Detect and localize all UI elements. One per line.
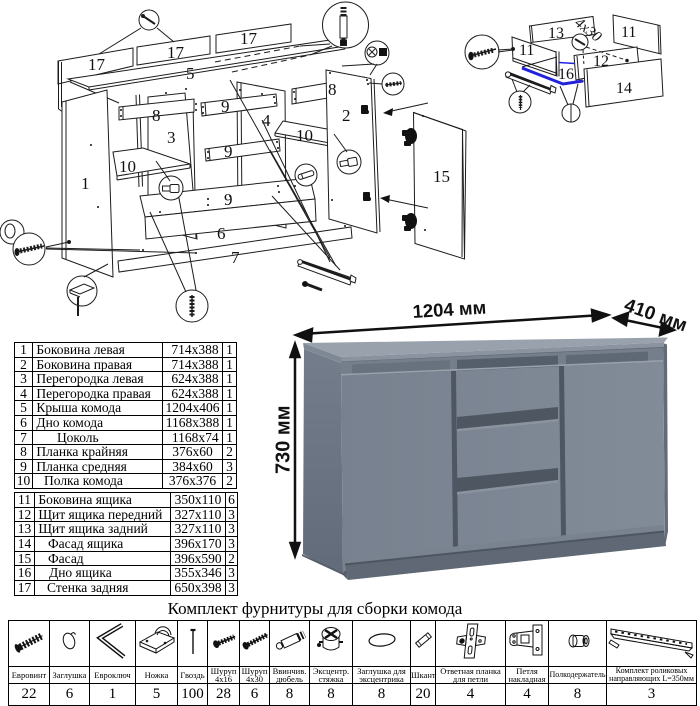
svg-text:730 мм: 730 мм xyxy=(273,405,295,474)
svg-text:3: 3 xyxy=(167,128,176,147)
svg-text:8: 8 xyxy=(328,80,337,99)
svg-text:11: 11 xyxy=(519,42,534,59)
svg-text:5: 5 xyxy=(186,64,195,83)
svg-text:410 мм: 410 мм xyxy=(621,295,689,337)
svg-text:12: 12 xyxy=(593,53,609,70)
svg-text:2: 2 xyxy=(342,106,351,125)
svg-text:17: 17 xyxy=(240,29,258,48)
svg-text:9: 9 xyxy=(224,142,233,161)
svg-text:17: 17 xyxy=(88,55,106,74)
svg-text:1: 1 xyxy=(81,174,90,193)
svg-text:9: 9 xyxy=(221,97,230,116)
svg-text:15: 15 xyxy=(433,167,450,186)
svg-text:8: 8 xyxy=(152,106,161,125)
svg-text:9: 9 xyxy=(224,190,233,209)
svg-text:6: 6 xyxy=(217,224,226,243)
svg-text:7: 7 xyxy=(231,248,240,267)
svg-text:10: 10 xyxy=(119,157,136,176)
svg-text:13: 13 xyxy=(548,25,564,42)
svg-text:16: 16 xyxy=(558,66,574,83)
svg-text:4: 4 xyxy=(262,111,271,130)
svg-text:11: 11 xyxy=(621,24,636,41)
svg-text:10: 10 xyxy=(296,126,313,145)
svg-text:14: 14 xyxy=(616,80,632,97)
svg-text:17: 17 xyxy=(167,43,185,62)
svg-text:1204 мм: 1204 мм xyxy=(412,297,487,322)
